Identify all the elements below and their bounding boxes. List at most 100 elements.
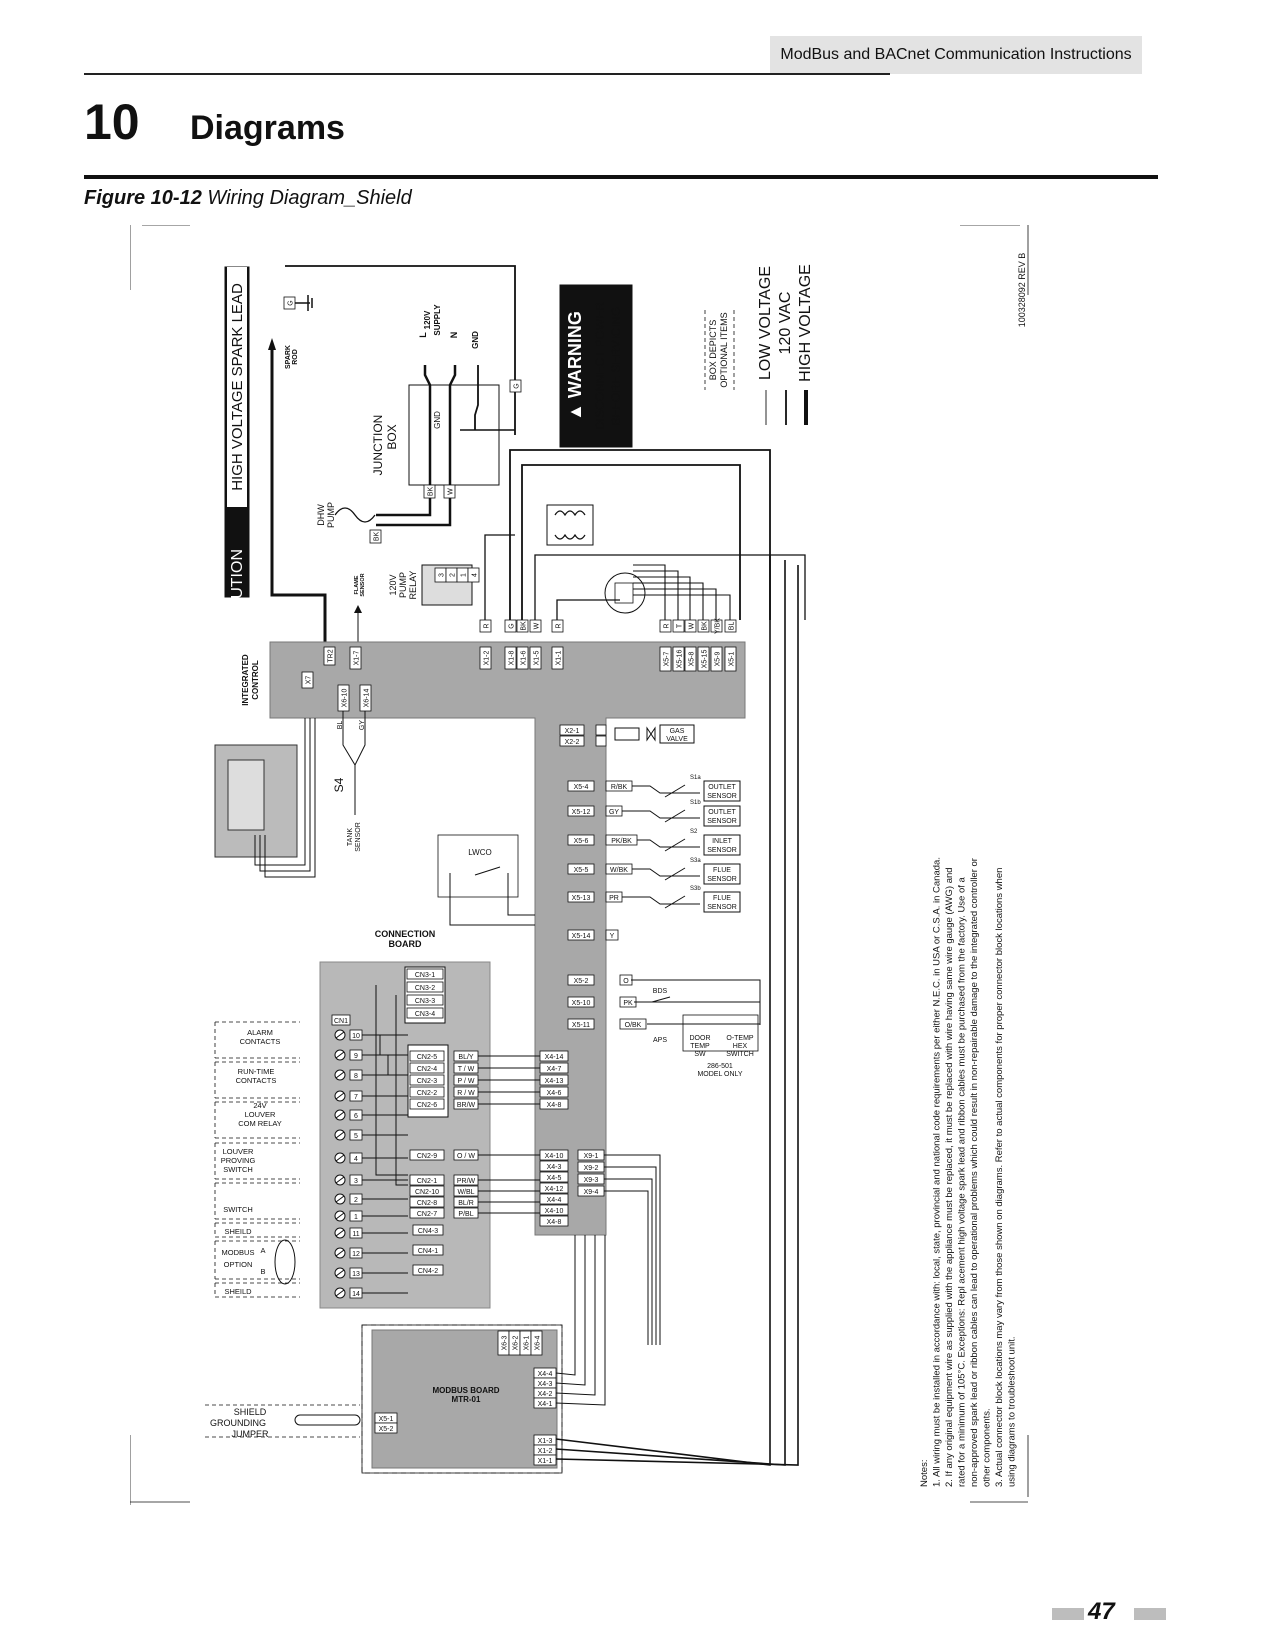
sensor-name: OUTLET [708, 784, 736, 791]
terminal-screw-slot [335, 1249, 345, 1257]
cn-link-wire [379, 1035, 408, 1056]
top-pin-tag: X1-1 [556, 651, 563, 666]
cn4-pin-tag: CN4-1 [418, 1248, 438, 1255]
note-line: 1. All wiring must be installed in accor… [932, 857, 943, 1487]
x4b-pin-tag-box [539, 1215, 569, 1227]
transformer-coil [554, 533, 586, 540]
right-pin-tag-box [684, 646, 697, 672]
tank-sensor-label: TANK [347, 828, 354, 846]
cn2b-pin-tag-box [409, 1196, 445, 1208]
cn2b-pin-tag: CN2-1 [417, 1178, 437, 1185]
otemp-label: SWITCH [726, 1051, 754, 1058]
note-line: 2. If any original equipment wire as sup… [944, 867, 955, 1487]
sensor-name: INLET [712, 838, 733, 845]
x1-right-tag: X1-2 [538, 1448, 553, 1455]
ext-label: OPTION [224, 1260, 253, 1269]
tank-wire [354, 711, 366, 766]
section-title: Diagrams [190, 109, 345, 147]
hv-lead-box [227, 267, 247, 507]
ext-label: A [260, 1246, 265, 1255]
dhw-pump-symbol [334, 507, 376, 523]
ext-label: 24V [253, 1101, 266, 1110]
cn3-pin-tag: CN3-2 [415, 985, 435, 992]
ground-tag: G [288, 300, 295, 305]
box-depicts-label: OPTIONAL ITEMS [719, 312, 729, 387]
blower-plug [614, 582, 634, 604]
note-line: Notes: [919, 1460, 930, 1487]
ctrl-wire [556, 599, 620, 620]
sensor-name: FLUE [713, 895, 731, 902]
cn2-wire-tag: P / W [458, 1078, 475, 1085]
pump-bk-tag-box [369, 529, 382, 544]
x4b-pin-tag: X4-4 [547, 1197, 562, 1204]
sensor-box [703, 863, 741, 885]
gas-wire-tag [595, 724, 607, 736]
x4-right-tag: X4-4 [538, 1371, 553, 1378]
bk-tag: BK [428, 487, 435, 497]
connection-board-label: BOARD [389, 939, 422, 949]
header-rule [84, 73, 890, 75]
ext-label: SHEILD [224, 1227, 252, 1236]
x6-top-tag: X6-3 [502, 1336, 509, 1351]
top-pin-tag: X1-2 [484, 651, 491, 666]
top-pin-tag-box [516, 646, 529, 670]
ctrl-wire [521, 464, 741, 620]
right-pin-tag-box [710, 646, 723, 672]
ext-label: SWITCH [223, 1205, 253, 1214]
cn2-x-tag: X4-6 [547, 1090, 562, 1097]
x6-top-tag: X6-4 [535, 1336, 542, 1351]
top-pin-tag-box [551, 646, 564, 670]
x514-tag: X5-14 [572, 933, 591, 940]
junction-box-label: BOX [385, 424, 399, 449]
legend-high-voltage: HIGH VOLTAGE [797, 264, 814, 382]
terminal-screw-slot [335, 1031, 345, 1039]
shield-jumper [294, 1414, 361, 1426]
gas-valve-symbol [646, 726, 656, 742]
x4b-pin-tag-box [539, 1204, 569, 1216]
junction-box-label: JUNCTION [371, 415, 385, 476]
sensor-symbol [664, 784, 686, 798]
spark-rod-label: ROD [292, 349, 299, 365]
sw-wire-tag: PK [623, 1000, 633, 1007]
blower-wire [633, 576, 691, 620]
section-rule [84, 175, 1158, 179]
gnd-wire [474, 365, 479, 430]
sensor-pin-tag: X5-6 [574, 838, 589, 845]
x4b-pin-tag: X4-8 [547, 1219, 562, 1226]
terminal-screw-slot [335, 1051, 345, 1059]
x4-right-tag: X4-3 [538, 1381, 553, 1388]
terminal-num-tag: 7 [354, 1094, 358, 1101]
note-line: using diagrams to troubleshoot unit. [1007, 1336, 1018, 1487]
relay-pin-tag: 4 [472, 573, 479, 577]
cn2-pin-tag: CN2-4 [417, 1066, 437, 1073]
sensor-wire [632, 868, 700, 877]
twisted-pair [274, 1239, 296, 1285]
ext-label: ALARM [247, 1028, 273, 1037]
sensor-box [703, 780, 741, 802]
terminal-num-tag: 5 [354, 1133, 358, 1140]
cn1-tag: CN1 [334, 1018, 348, 1025]
bds-wire [631, 979, 761, 1025]
x17-tag: X1-7 [354, 651, 361, 666]
cn2-wire-tag: BL/Y [458, 1054, 474, 1061]
ctrl-wire [484, 534, 515, 620]
caution-label: CAUTION [229, 549, 246, 621]
sensor-pin-tag-box [567, 863, 595, 875]
sensor-wire [622, 810, 700, 819]
model-only-label: MODEL ONLY [697, 1071, 742, 1078]
cn2-x-tag: X4-8 [547, 1102, 562, 1109]
cn4-pin-tag: CN4-2 [418, 1268, 438, 1275]
right-pin-tag-box [697, 646, 710, 672]
supply-label: SUPPLY [433, 304, 442, 336]
right-pin-tag: X5-9 [715, 652, 722, 667]
x4b-pin-tag-box [539, 1149, 569, 1161]
terminal-num-tag: 10 [352, 1033, 360, 1040]
right-pin-tag: X5-7 [664, 652, 671, 667]
cn2b-pin-tag: CN2-10 [415, 1189, 439, 1196]
cn3-pin-tag: CN3-1 [415, 972, 435, 979]
line-l-wire [423, 365, 432, 485]
gas-valve-label: VALVE [666, 736, 688, 743]
gas-pin-tag: X2-1 [565, 728, 580, 735]
cn3-pin-tag-box [406, 994, 444, 1006]
sensor-name: SENSOR [707, 818, 737, 825]
